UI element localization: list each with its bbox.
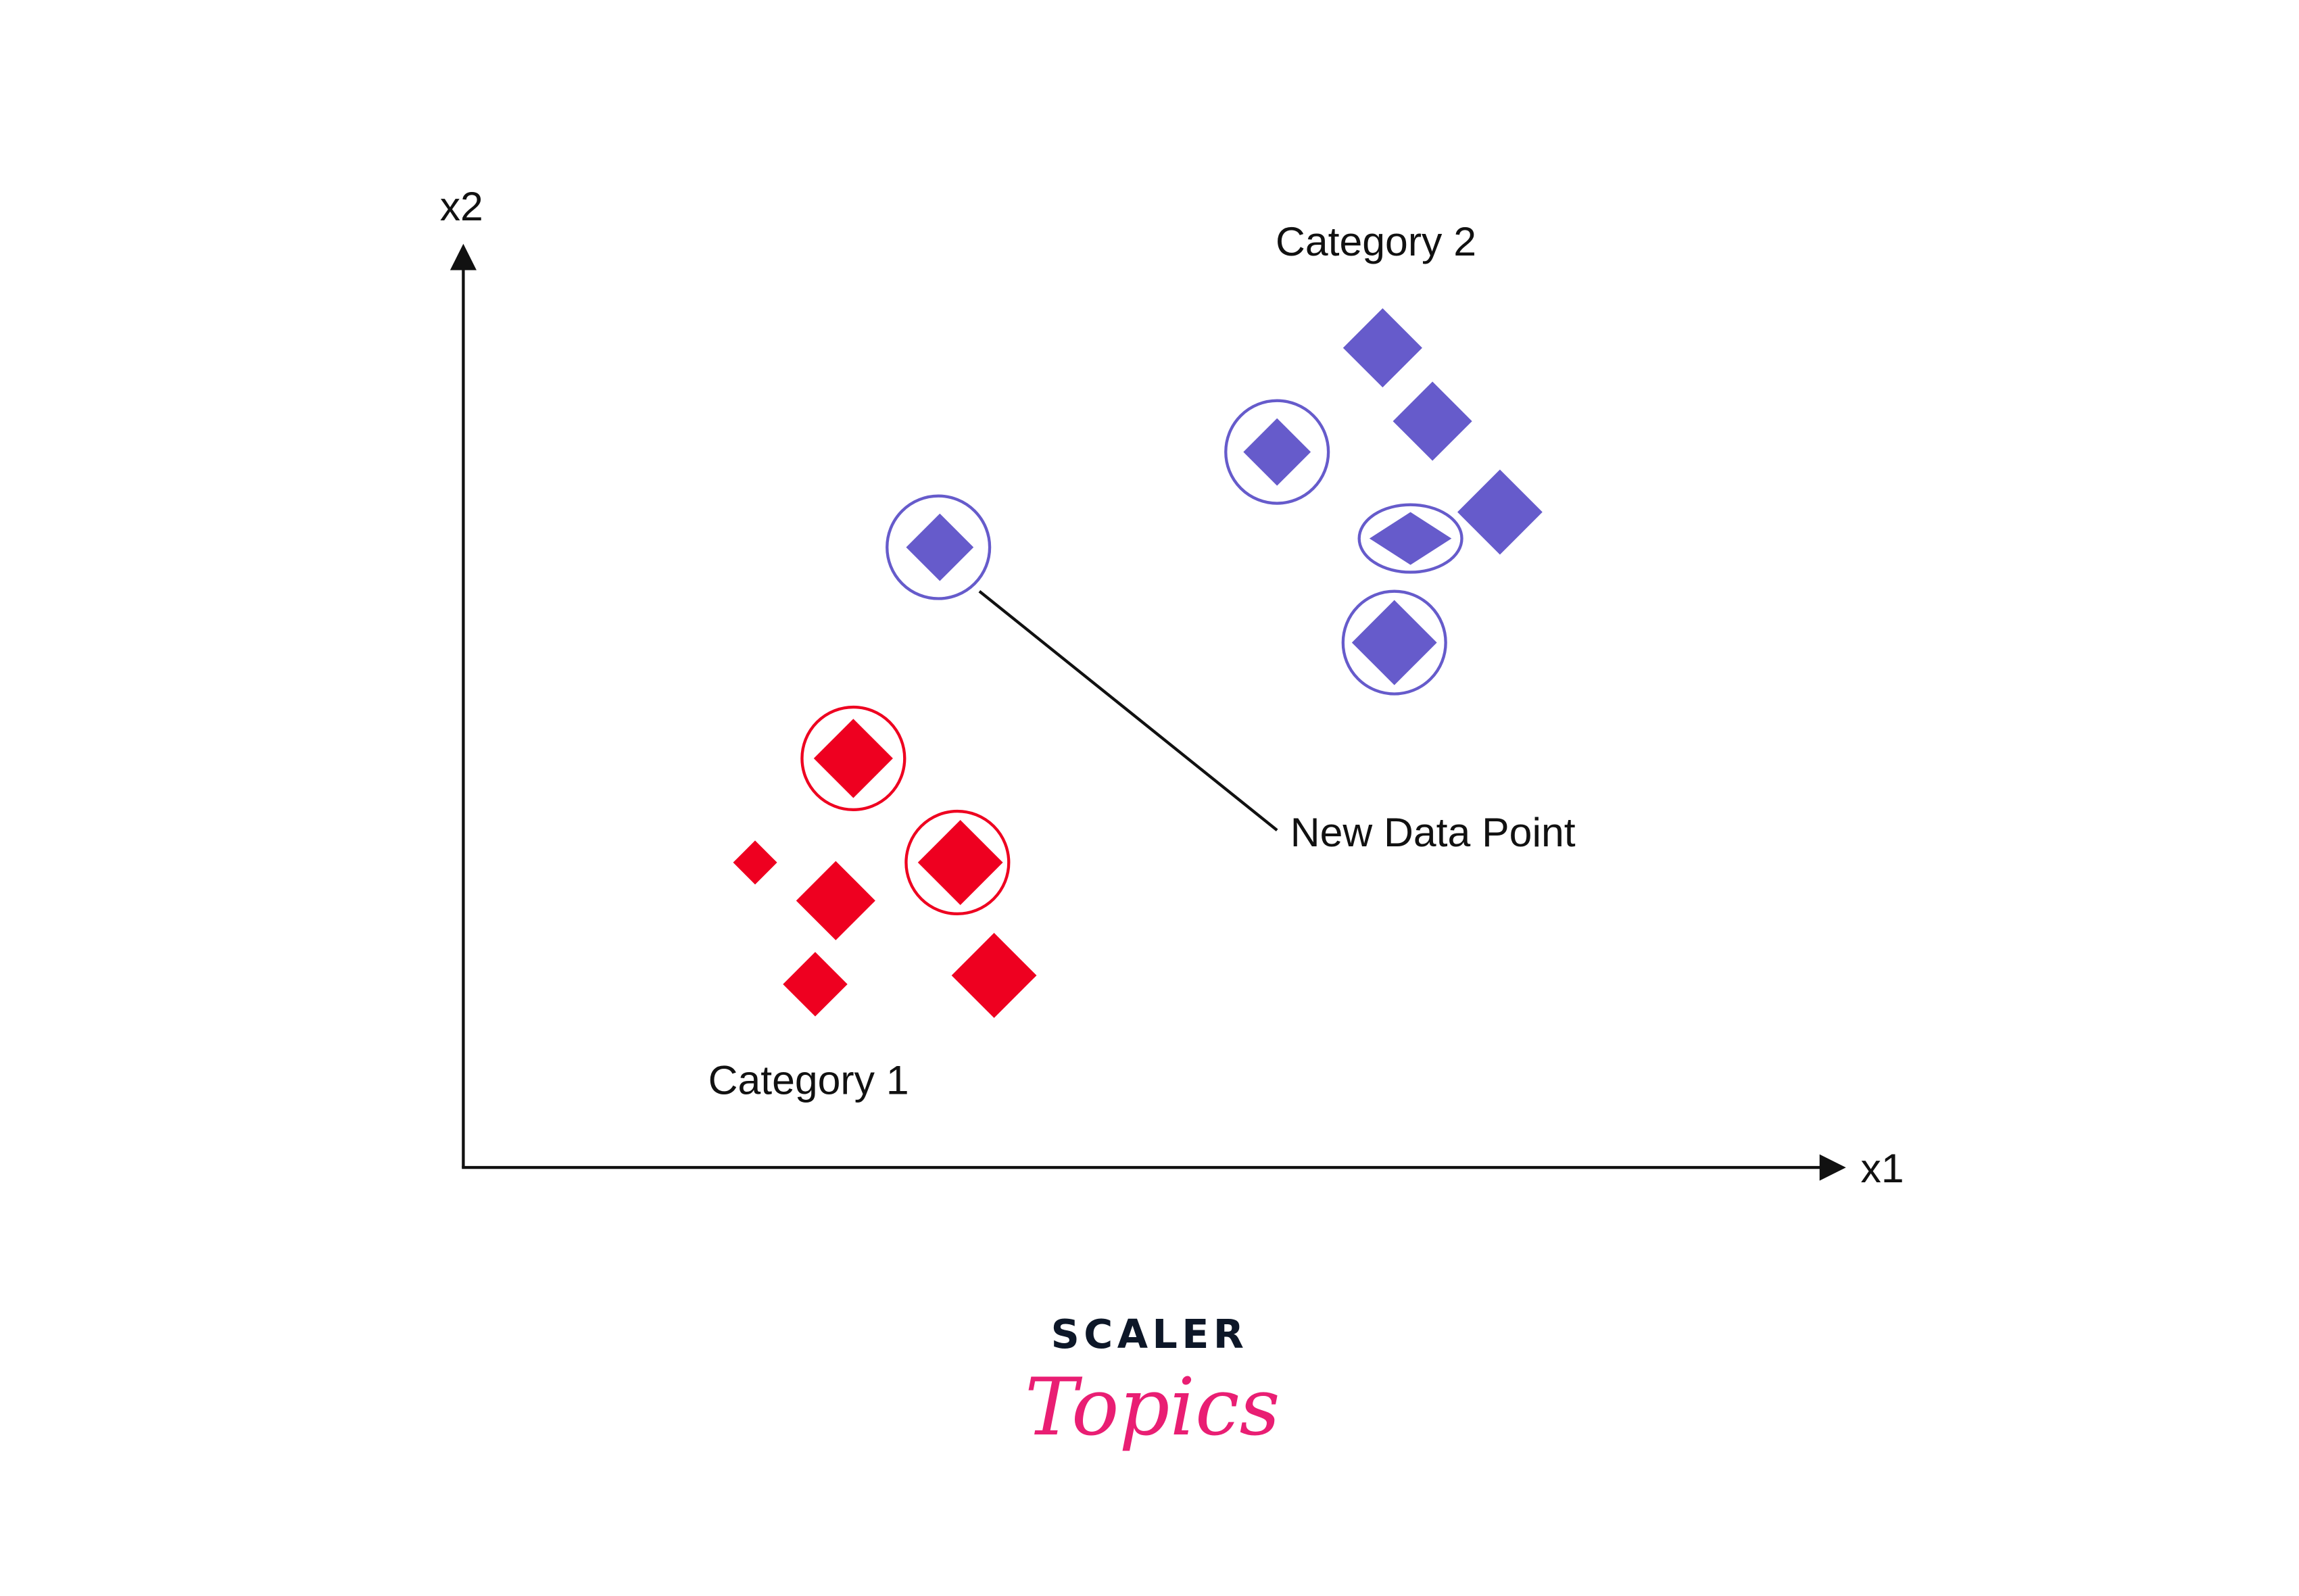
category-1-point	[951, 933, 1037, 1018]
category-2-point	[1369, 512, 1452, 565]
new-point-marker	[906, 513, 974, 581]
category-2-point	[1342, 308, 1422, 388]
new-data-point: New Data Point	[886, 494, 1576, 855]
nearest-neighbor-ring	[800, 705, 906, 812]
logo-scaler-text: SCALER	[1051, 1311, 1249, 1357]
x-axis-label: x1	[1860, 1145, 1904, 1191]
x-axis-arrow-icon	[1819, 1154, 1846, 1181]
y-axis-label: x2	[440, 183, 483, 229]
leader-line	[978, 589, 1278, 831]
category-2-label: Category 2	[1276, 218, 1476, 264]
category-2-point	[1393, 381, 1472, 461]
y-axis-arrow-icon	[450, 243, 477, 270]
nearest-neighbor-ring	[1357, 503, 1463, 574]
category-1-label: Category 1	[708, 1057, 909, 1103]
category-2-point	[1351, 600, 1437, 685]
category-1-point	[796, 861, 875, 940]
logo-topics-text: Topics	[1025, 1361, 1280, 1453]
category-1-point	[733, 840, 777, 885]
new-point-ring	[886, 494, 992, 600]
new-point-label: New Data Point	[1290, 809, 1576, 855]
category-2-point	[1243, 418, 1311, 486]
category-1-point	[783, 952, 848, 1017]
axes: x2 x1	[440, 183, 1904, 1191]
category-2-points: Category 2	[1224, 218, 1543, 696]
nearest-neighbor-ring	[1341, 589, 1447, 696]
category-1-point	[813, 719, 893, 798]
nearest-neighbor-ring	[904, 809, 1011, 916]
scaler-topics-logo: SCALER Topics	[1025, 1311, 1280, 1453]
category-1-point	[917, 820, 1003, 905]
nearest-neighbor-ring	[1224, 399, 1330, 505]
category-2-point	[1457, 469, 1543, 555]
category-1-points: Category 1	[708, 705, 1037, 1103]
